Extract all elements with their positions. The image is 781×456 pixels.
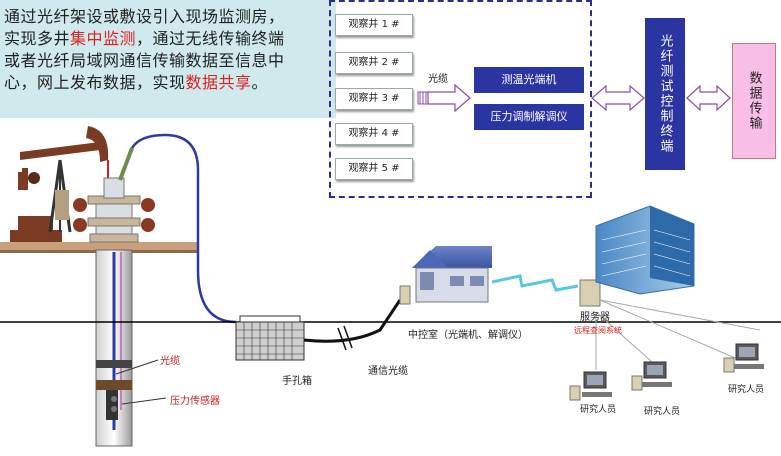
wellhead [73, 147, 155, 243]
fiber-test-control-terminal: 光纤测试控制终端 [645, 18, 685, 170]
intro-line-2a: 实现多井 [4, 29, 71, 48]
office-building [595, 205, 695, 295]
cable-line [130, 133, 237, 324]
control-terminal-label: 光纤测试控制终端 [657, 34, 673, 154]
intro-line-3: 或者光纤局域网通信传输数据至信息中 [4, 51, 285, 70]
researcher-label-3: 研究人员 [728, 385, 765, 395]
cable-arrow [417, 83, 471, 113]
observation-well-1: 观察井 1 # [335, 14, 413, 36]
server-box [579, 279, 601, 307]
server-label: 服务器 [580, 312, 610, 323]
intro-panel: 通过光纤架设或敷设引入现场监测房， 实现多井集中监测，通过无线传输终端 或者光纤… [0, 0, 336, 118]
intro-text: 通过光纤架设或敷设引入现场监测房， 实现多井集中监测，通过无线传输终端 或者光纤… [0, 0, 336, 94]
network-lines [595, 299, 761, 370]
control-room-label: 中控室（光端机、解调仪） [408, 330, 528, 341]
monitoring-system-box [329, 0, 592, 198]
computer-1 [569, 371, 612, 401]
researcher-label-2: 研究人员 [644, 407, 681, 417]
intro-line-2c: ，通过无线传输终端 [136, 29, 285, 48]
ground-platform [0, 242, 197, 250]
handhole-label: 手孔箱 [282, 376, 312, 387]
temperature-optical-terminal: 测温光端机 [474, 67, 584, 93]
observation-well-4: 观察井 4 # [335, 123, 413, 145]
cable-label-well: 光缆 [160, 356, 180, 367]
comm-cable-label: 通信光缆 [368, 366, 408, 377]
observation-well-2: 观察井 2 # [335, 52, 413, 74]
observation-well-5: 观察井 5 # [335, 158, 413, 180]
control-room-house [399, 246, 492, 305]
intro-line-4c: 。 [251, 73, 269, 92]
remote-system-label: 远程查阅系统 [574, 326, 622, 335]
double-arrow-2 [686, 84, 731, 112]
wireless-link [491, 274, 579, 292]
computer-3 [723, 343, 764, 373]
pressure-sensor-label: 压力传感器 [170, 396, 220, 407]
intro-line-4a: 心，网上发布数据，实现 [4, 73, 186, 92]
comm-cable-line [303, 299, 402, 343]
intro-highlight-monitoring: 集中监测 [70, 29, 137, 48]
pressure-demodulator: 压力调制解调仪 [474, 104, 584, 130]
intro-highlight-sharing: 数据共享 [185, 73, 252, 92]
observation-well-3: 观察井 3 # [335, 88, 413, 110]
data-transfer-label: 数据传输 [746, 71, 762, 131]
pump-jack [10, 126, 109, 242]
cable-label-top: 光缆 [428, 74, 448, 85]
intro-line-1: 通过光纤架设或敷设引入现场监测房， [4, 7, 285, 26]
computer-2 [631, 361, 672, 391]
researcher-label-1: 研究人员 [580, 405, 617, 415]
double-arrow-1 [591, 84, 645, 112]
data-transfer-box: 数据传输 [732, 43, 776, 159]
